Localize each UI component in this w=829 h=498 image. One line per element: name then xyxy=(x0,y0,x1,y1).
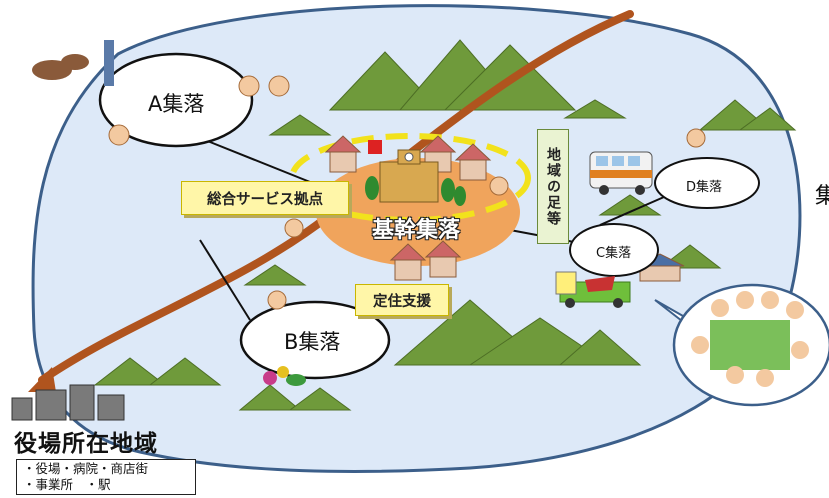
settlement-b-area xyxy=(239,300,391,380)
trees xyxy=(365,176,466,206)
vegetables-icon xyxy=(263,366,306,386)
road-arrowhead xyxy=(28,367,56,392)
settlement-d-area xyxy=(654,157,760,209)
facilities-box: ・役場・病院・商店街 ・事業所 ・駅 xyxy=(16,459,196,495)
top-left-animals xyxy=(32,40,114,86)
settlement-d-label: D集落 xyxy=(686,180,723,195)
transport-label: 地域の足等 xyxy=(537,129,569,244)
bus-icon xyxy=(589,151,653,195)
settlement-support-label: 定住支援 xyxy=(355,284,449,316)
community-people-illustration xyxy=(691,291,809,387)
facilities-line-1: ・役場・病院・商店街 xyxy=(23,461,149,476)
core-dashed-ring xyxy=(289,133,531,223)
settlement-a-area xyxy=(98,52,254,148)
school-building xyxy=(379,149,439,203)
facilities-line-2: ・事業所 ・駅 xyxy=(23,477,111,492)
post-office xyxy=(368,140,382,154)
town-hall-buildings xyxy=(11,384,125,421)
service-hub-label: 総合サービス拠点 xyxy=(181,181,349,215)
settlement-c-area xyxy=(569,223,659,277)
town-hall-region-title: 役場所在地域 xyxy=(14,431,158,457)
settlement-c-label: C集落 xyxy=(596,246,632,261)
settlement-b-label: B集落 xyxy=(284,330,341,354)
core-settlement-label: 基幹集落 xyxy=(372,218,461,243)
settlement-a-label: A集落 xyxy=(148,92,205,116)
people-icons xyxy=(108,75,706,310)
cropped-edge-text: 集 xyxy=(815,184,829,209)
truck-icon xyxy=(555,271,631,308)
houses xyxy=(324,135,685,282)
